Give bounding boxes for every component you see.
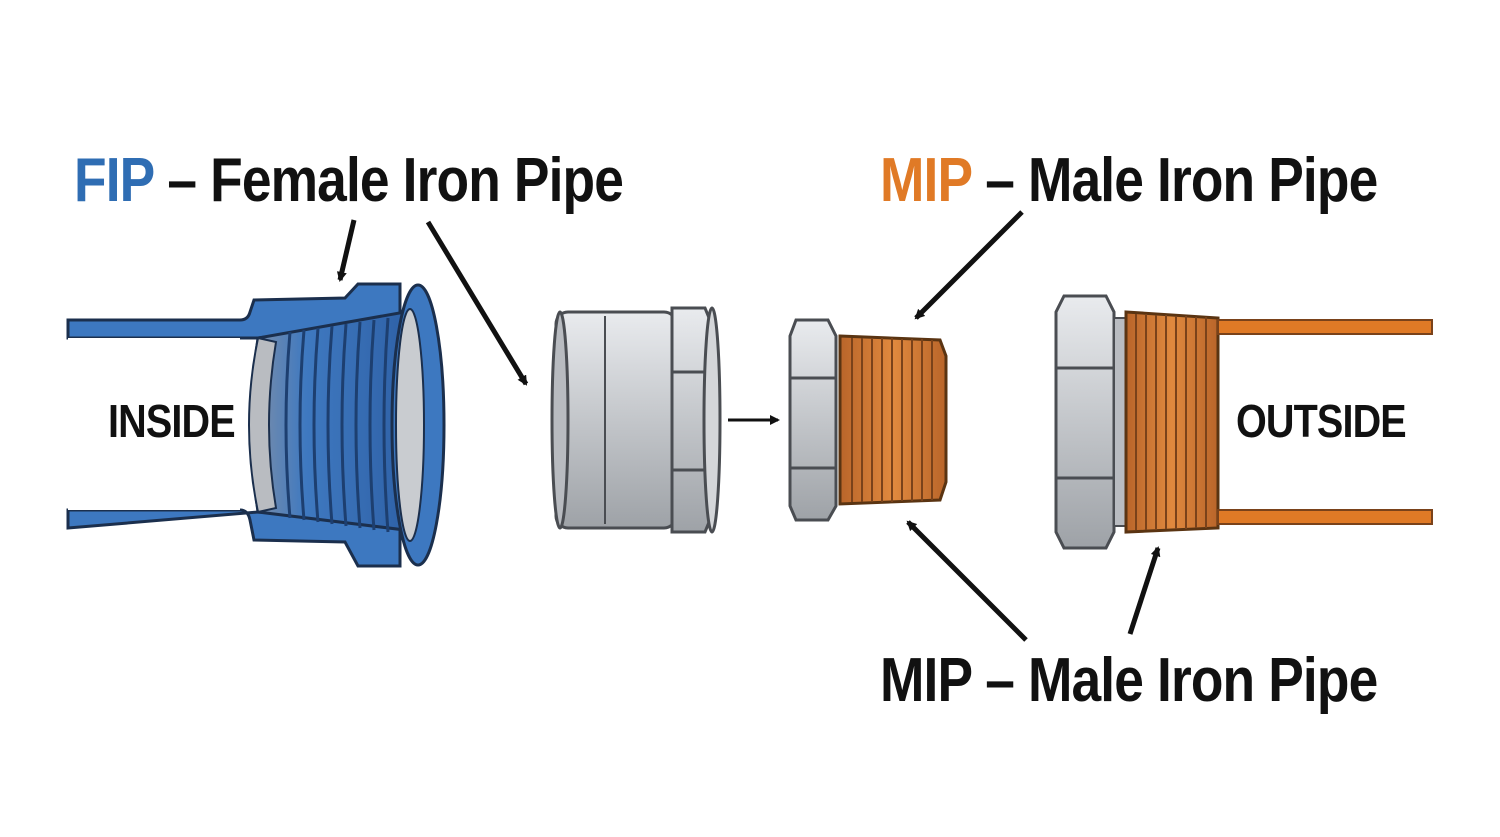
arrow-mip-bottom-left xyxy=(906,520,1028,642)
arrow-mip-bottom-right xyxy=(1127,546,1161,635)
mip-abbr-top: MIP xyxy=(880,146,972,215)
arrow-fip-down xyxy=(336,219,357,282)
mip-description-top: – Male Iron Pipe xyxy=(971,146,1378,215)
title-fip: FIP – Female Iron Pipe xyxy=(74,150,624,212)
arrow-mip-top xyxy=(914,210,1024,320)
mip-abbr-bottom: MIP xyxy=(880,646,972,715)
coupling-fitting xyxy=(550,306,722,534)
title-mip-top: MIP – Male Iron Pipe xyxy=(880,150,1378,212)
arrow-fip-to-coupling xyxy=(425,220,529,386)
mip-fitting xyxy=(788,318,948,522)
fip-pipe xyxy=(66,282,446,568)
fip-description: – Female Iron Pipe xyxy=(153,146,624,215)
inside-label: INSIDE xyxy=(108,395,236,447)
outside-label: OUTSIDE xyxy=(1236,395,1407,447)
fip-abbr: FIP xyxy=(74,146,154,215)
mip-description-bottom: – Male Iron Pipe xyxy=(971,646,1378,715)
title-mip-bottom: MIP – Male Iron Pipe xyxy=(880,650,1378,712)
callout-arrows xyxy=(336,210,1161,642)
mip-pipe xyxy=(1054,294,1433,550)
